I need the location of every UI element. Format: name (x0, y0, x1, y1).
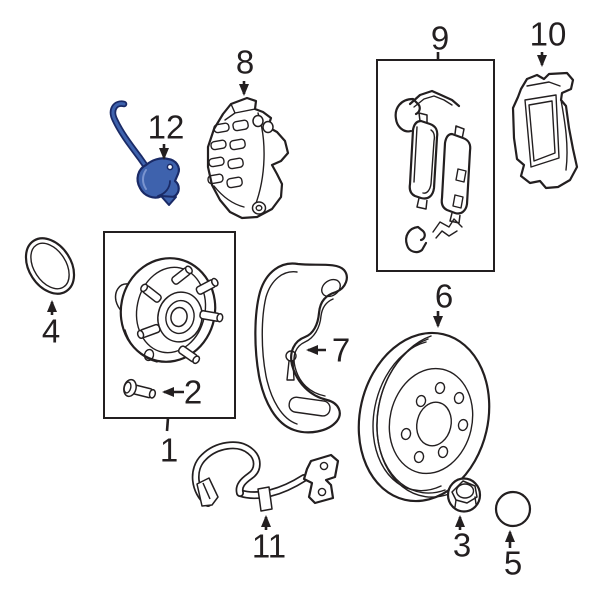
grease-cap-drawing (494, 490, 532, 528)
abs-sensor-highlighted-drawing (109, 100, 180, 206)
callout-6: 6 (433, 278, 453, 328)
splash-shield-drawing (254, 262, 348, 434)
callout-7: 7 (306, 332, 350, 369)
callout-10: 10 (530, 16, 567, 67)
callout-9: 9 (431, 20, 449, 61)
callout-8: 8 (236, 44, 254, 96)
caliper-bracket-drawing (511, 71, 579, 190)
callout-1: 1 (160, 417, 178, 469)
oring-seal-drawing (24, 237, 76, 295)
callout-5: 5 (504, 530, 522, 582)
callout-3: 3 (453, 515, 471, 564)
callout-2: 2 (162, 374, 202, 411)
rotor-lug-holes (400, 381, 469, 464)
pad-kit-contents (394, 89, 472, 254)
callout-4: 4 (42, 300, 60, 350)
callout-9-number: 9 (431, 20, 449, 57)
wheel-stud-bolt-drawing (123, 378, 157, 399)
callouts: 1 2 3 4 5 6 7 8 (42, 16, 567, 582)
wheel-hub-drawing (114, 257, 224, 365)
callout-3-number: 3 (453, 527, 471, 564)
callout-10-number: 10 (530, 16, 567, 53)
hub-nut-drawing (446, 477, 482, 513)
callout-7-number: 7 (332, 332, 350, 369)
hub-assembly-box (103, 231, 236, 419)
callout-11-number: 11 (252, 528, 286, 565)
callout-12: 12 (148, 109, 185, 160)
callout-1-number: 1 (160, 432, 178, 469)
brake-rotor-drawing (357, 331, 491, 503)
brake-caliper-drawing (206, 96, 290, 220)
callout-5-number: 5 (504, 545, 522, 582)
callout-12-number: 12 (148, 109, 185, 146)
brake-pad-kit-box (376, 59, 495, 272)
callout-6-number: 6 (435, 278, 453, 315)
abs-harness-drawing (191, 441, 340, 512)
callout-4-number: 4 (42, 313, 60, 350)
caliper-fins (207, 119, 249, 189)
callout-11: 11 (252, 515, 286, 565)
callout-2-number: 2 (184, 374, 202, 411)
wheel-studs (136, 265, 224, 365)
callout-8-number: 8 (236, 44, 254, 81)
